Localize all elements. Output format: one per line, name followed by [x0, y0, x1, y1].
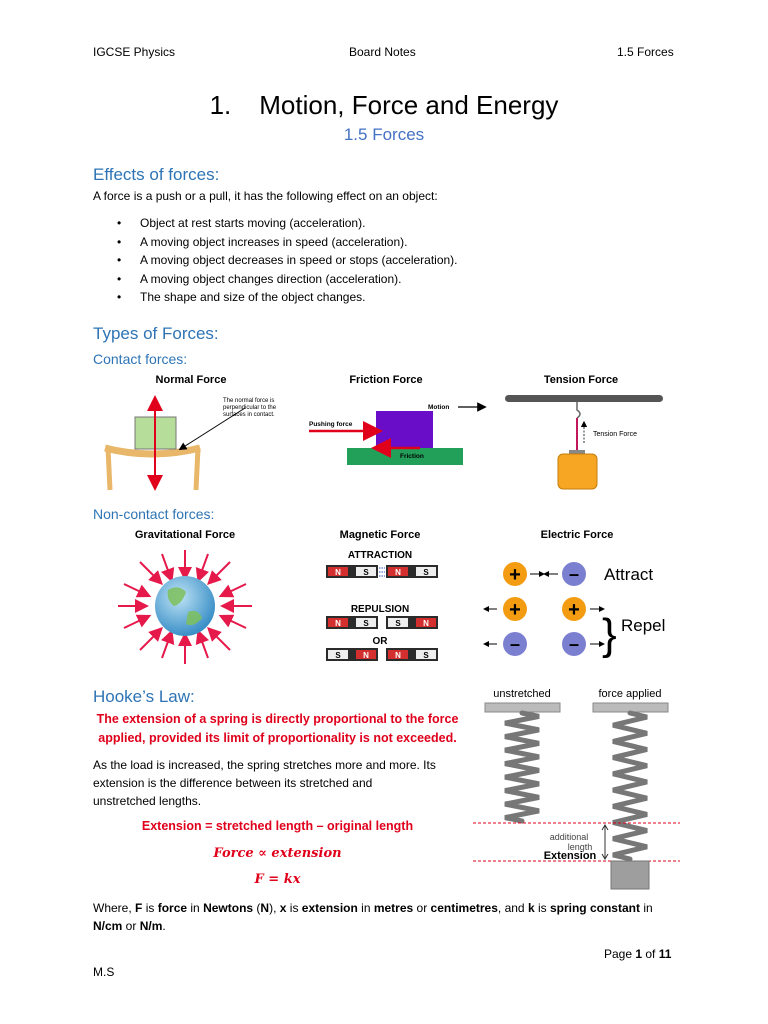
plank-leg-left: [105, 447, 113, 491]
elec-force-title: Electric Force: [541, 529, 614, 541]
pointer-line: [178, 407, 246, 451]
effects-list: Object at rest starts moving (accelerati…: [95, 216, 458, 309]
page-subtitle: 1.5 Forces: [343, 125, 425, 144]
spring-stretched: [612, 710, 648, 862]
proportion-formula: Force ∝ extension: [213, 846, 342, 861]
bent-plank: [104, 444, 201, 458]
tension-label: Tension Force: [593, 431, 637, 438]
svg-text:N: N: [335, 568, 341, 577]
hooke-para-line2: extension is the difference between its …: [93, 776, 373, 790]
list-item: Object at rest starts moving (accelerati…: [95, 216, 458, 235]
types-heading: Types of Forces:: [93, 324, 219, 343]
electric-repel-rows: + + – – } Repel: [483, 597, 665, 659]
normal-note-3: surfaces in contact.: [223, 412, 275, 418]
noncontact-heading: Non-contact forces:: [93, 506, 215, 522]
hooke-statement-line1: The extension of a spring is directly pr…: [96, 712, 459, 726]
hanging-mass: [610, 860, 650, 890]
list-item: A moving object increases in speed (acce…: [95, 235, 458, 254]
or-label: OR: [373, 636, 389, 647]
svg-text:N: N: [395, 568, 401, 577]
friction-block: [376, 411, 433, 448]
svg-text:N: N: [395, 651, 401, 660]
svg-text:–: –: [510, 634, 520, 654]
contact-forces-figure: Normal Force The normal force is perpend…: [104, 374, 663, 491]
effects-intro: A force is a push or a pull, it has the …: [93, 189, 438, 203]
extension-formula: Extension = stretched length – original …: [141, 819, 414, 833]
hooke-statement: The extension of a spring is directly pr…: [90, 710, 465, 748]
hooke-paragraph: As the load is increased, the spring str…: [93, 756, 473, 810]
spring-unstretched: [504, 710, 540, 824]
gravity-arrows: [118, 550, 252, 664]
list-item: The shape and size of the object changes…: [95, 290, 458, 309]
mag-force-title: Magnetic Force: [340, 529, 421, 541]
title-text: Motion, Force and Energy: [259, 90, 559, 120]
grav-force-title: Gravitational Force: [135, 529, 235, 541]
title-number: 1.: [209, 90, 232, 120]
weight-top: [569, 450, 585, 455]
friction-label: Friction: [400, 453, 424, 460]
pushing-force-label: Pushing force: [309, 421, 353, 428]
tension-force-title: Tension Force: [544, 374, 618, 386]
hanging-weight: [557, 453, 598, 490]
attract-label: Attract: [604, 565, 653, 584]
page-title: 1. Motion, Force and Energy: [0, 90, 768, 121]
repulsion-label: REPULSION: [351, 604, 409, 615]
plank-leg-right: [193, 447, 201, 491]
svg-text:S: S: [423, 568, 429, 577]
additional-label: additional: [550, 832, 589, 842]
normal-note-1: The normal force is: [223, 398, 274, 404]
fkx-formula: F = kx: [254, 872, 301, 887]
earth-land: [167, 587, 202, 626]
header-right: 1.5 Forces: [617, 45, 674, 59]
repel-label: Repel: [621, 616, 665, 635]
unstretched-label: unstretched: [493, 688, 550, 700]
extension-arrow-heads: [601, 824, 609, 860]
header-center: Board Notes: [349, 45, 416, 59]
length-label: length: [568, 842, 593, 852]
svg-text:N: N: [335, 619, 341, 628]
svg-text:N: N: [363, 651, 369, 660]
svg-text:+: +: [568, 599, 580, 621]
hook-icon: [576, 402, 581, 419]
svg-text:S: S: [363, 619, 369, 628]
svg-text:+: +: [509, 599, 521, 621]
extension-label: Extension: [544, 850, 597, 862]
contact-heading: Contact forces:: [93, 351, 188, 367]
hooke-para-line3: unstretched lengths.: [93, 794, 202, 808]
list-item: A moving object decreases in speed or st…: [95, 253, 458, 272]
where-paragraph: Where, F is force in Newtons (N), x is e…: [93, 901, 653, 933]
electric-attract-row: + – Attract: [503, 562, 653, 586]
magnets-repulsion-2: S N N S: [326, 648, 438, 661]
repel-brace: }: [602, 610, 617, 659]
hooke-heading: Hooke’s Law:: [93, 687, 195, 706]
friction-force-title: Friction Force: [349, 374, 422, 386]
effects-heading: Effects of forces:: [93, 165, 220, 184]
author-initials: M.S: [93, 965, 115, 979]
svg-text:+: +: [509, 564, 521, 586]
page-number: Page 1 of 11: [604, 947, 672, 961]
svg-text:S: S: [363, 568, 369, 577]
svg-text:S: S: [423, 651, 429, 660]
svg-text:N: N: [423, 619, 429, 628]
friction-motion-label: Motion: [428, 404, 449, 411]
ceiling-bar: [505, 395, 663, 402]
earth-icon: [155, 576, 215, 636]
list-item: A moving object changes direction (accel…: [95, 272, 458, 291]
magnets-attraction: N S N S: [326, 565, 438, 578]
normal-force-title: Normal Force: [156, 374, 227, 386]
svg-text:–: –: [569, 564, 579, 584]
hooke-statement-line2: applied, provided its limit of proportio…: [98, 731, 457, 745]
svg-text:S: S: [335, 651, 341, 660]
header-left: IGCSE Physics: [93, 45, 176, 59]
noncontact-forces-figure: Gravitational Force Magnetic Force ATTRA…: [118, 529, 665, 664]
svg-text:S: S: [395, 619, 401, 628]
spring-diagram: unstretched force applied additional len…: [473, 688, 680, 890]
attraction-label: ATTRACTION: [348, 550, 412, 561]
force-applied-label: force applied: [599, 688, 662, 700]
svg-text:–: –: [569, 634, 579, 654]
hooke-para-line1: As the load is increased, the spring str…: [93, 758, 436, 772]
normal-note-2: perpendicular to the: [223, 405, 277, 411]
magnets-repulsion-1: N S S N: [326, 616, 438, 629]
